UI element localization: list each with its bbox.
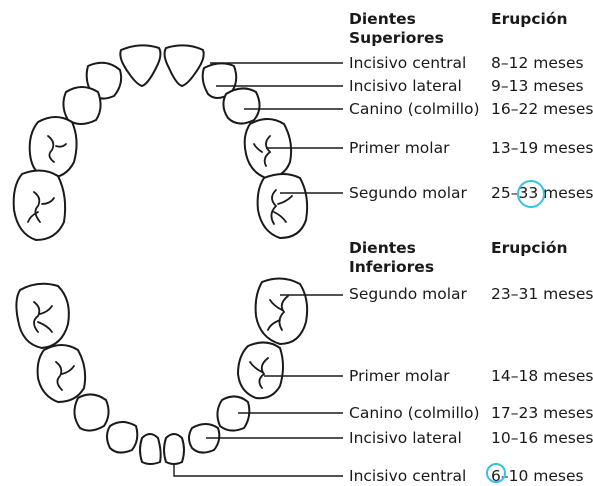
lower-lateral-incisor-left — [107, 422, 137, 453]
upper-central-incisor-right — [165, 45, 204, 86]
lower-eruption-value: 14–18 meses — [491, 367, 593, 386]
upper-eruption-header: Erupción — [491, 10, 568, 29]
upper-eruption-value: 16–22 meses — [491, 100, 593, 119]
lower-eruption-value: 10–16 meses — [491, 429, 593, 448]
lower-tooth-label: Segundo molar — [349, 285, 467, 304]
upper-tooth-label: Incisivo central — [349, 54, 466, 73]
upper-second-molar-left — [14, 170, 65, 240]
upper-canine-left — [63, 87, 100, 124]
lower-teeth-header: Dientes Inferiores — [349, 239, 469, 277]
upper-eruption-value: 13–19 meses — [491, 139, 593, 158]
lower-canine-left — [74, 394, 108, 430]
upper-tooth-label: Incisivo lateral — [349, 77, 462, 96]
lower-central-incisor-left — [140, 434, 161, 464]
lower-tooth-label: Canino (colmillo) — [349, 404, 480, 423]
highlight-circle — [486, 463, 506, 483]
upper-teeth-header: Dientes Superiores — [349, 10, 469, 48]
upper-central-incisor-left — [120, 45, 160, 86]
upper-tooth-label: Canino (colmillo) — [349, 100, 480, 119]
upper-tooth-label: Primer molar — [349, 139, 449, 158]
lower-eruption-value: 17–23 meses — [491, 404, 593, 423]
upper-tooth-label: Segundo molar — [349, 184, 467, 203]
lower-second-molar-left — [16, 284, 68, 348]
highlight-circle — [517, 180, 545, 208]
upper-second-molar-right — [258, 174, 308, 238]
upper-eruption-value: 9–13 meses — [491, 77, 584, 96]
lower-eruption-value: 23–31 meses — [491, 285, 593, 304]
lower-tooth-label: Incisivo central — [349, 467, 466, 486]
upper-canine-right — [223, 88, 259, 123]
upper-eruption-value: 8–12 meses — [491, 54, 584, 73]
lower-tooth-label: Incisivo lateral — [349, 429, 462, 448]
lower-tooth-label: Primer molar — [349, 367, 449, 386]
lower-central-incisor-right — [164, 434, 184, 464]
lower-second-molar-right — [256, 278, 308, 344]
lower-eruption-header: Erupción — [491, 239, 568, 258]
